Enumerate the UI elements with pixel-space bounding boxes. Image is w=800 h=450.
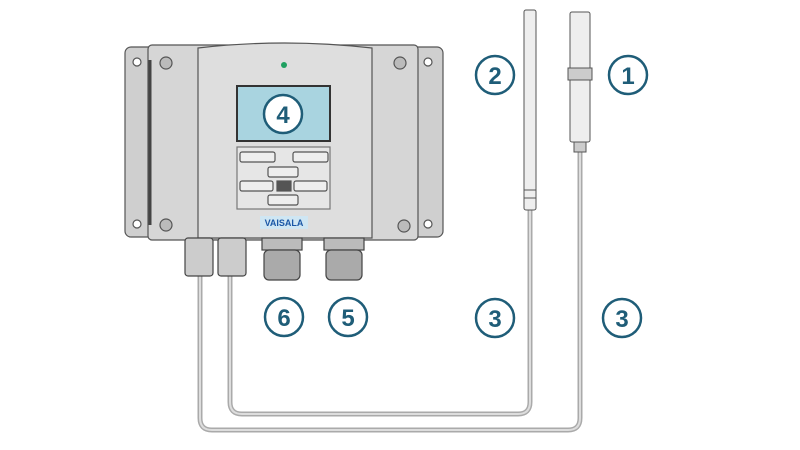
- cable-glands: [184, 237, 365, 281]
- svg-text:4: 4: [276, 102, 290, 129]
- callout-3-left: 3: [474, 297, 516, 339]
- svg-text:2: 2: [488, 63, 501, 90]
- svg-text:1: 1: [621, 63, 634, 90]
- svg-text:3: 3: [488, 306, 501, 333]
- callout-2: 2: [474, 54, 516, 96]
- svg-text:3: 3: [615, 306, 628, 333]
- svg-text:5: 5: [341, 305, 354, 332]
- callout-4: 4: [262, 93, 304, 135]
- transmitter-enclosure: VAISALA: [124, 42, 444, 241]
- svg-text:6: 6: [277, 305, 290, 332]
- callout-1: 1: [607, 54, 649, 96]
- probe-2: [523, 9, 537, 211]
- callout-6: 6: [263, 296, 305, 338]
- brand-logo: [260, 216, 308, 229]
- brand-logo-text: VAISALA: [265, 218, 304, 228]
- status-led: [281, 62, 287, 68]
- probe-1: [567, 11, 593, 153]
- callout-5: 5: [327, 296, 369, 338]
- callout-3-right: 3: [601, 297, 643, 339]
